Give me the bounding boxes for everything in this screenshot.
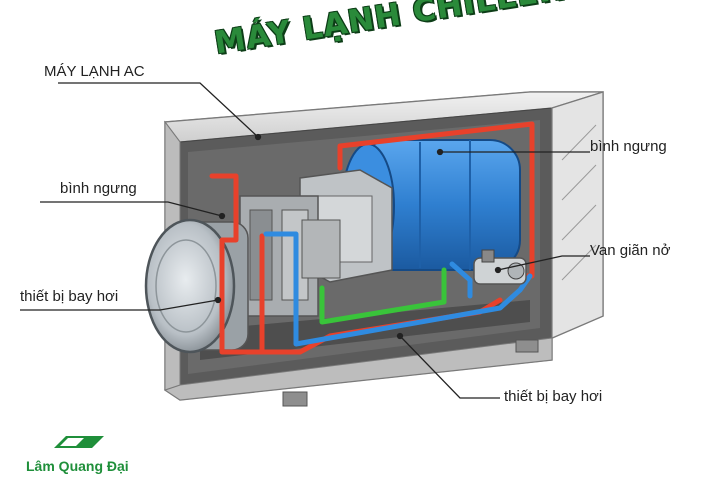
label-condenser-right: bình ngưng <box>590 138 667 155</box>
label-condenser-left: bình ngưng <box>60 180 137 197</box>
pipe-network <box>209 121 535 355</box>
evaporator-fan <box>144 218 249 354</box>
label-evaporator-bottom: thiết bị bay hơi <box>504 388 603 405</box>
label-evaporator-left: thiết bị bay hơi <box>20 288 119 305</box>
brand-logo-icon <box>54 436 104 448</box>
brand-name: Lâm Quang Đại <box>26 458 129 474</box>
leader-lines <box>20 82 590 399</box>
label-ac-unit: MÁY LẠNH AC <box>44 63 145 80</box>
label-expansion-valve: Van giãn nở <box>590 242 671 259</box>
